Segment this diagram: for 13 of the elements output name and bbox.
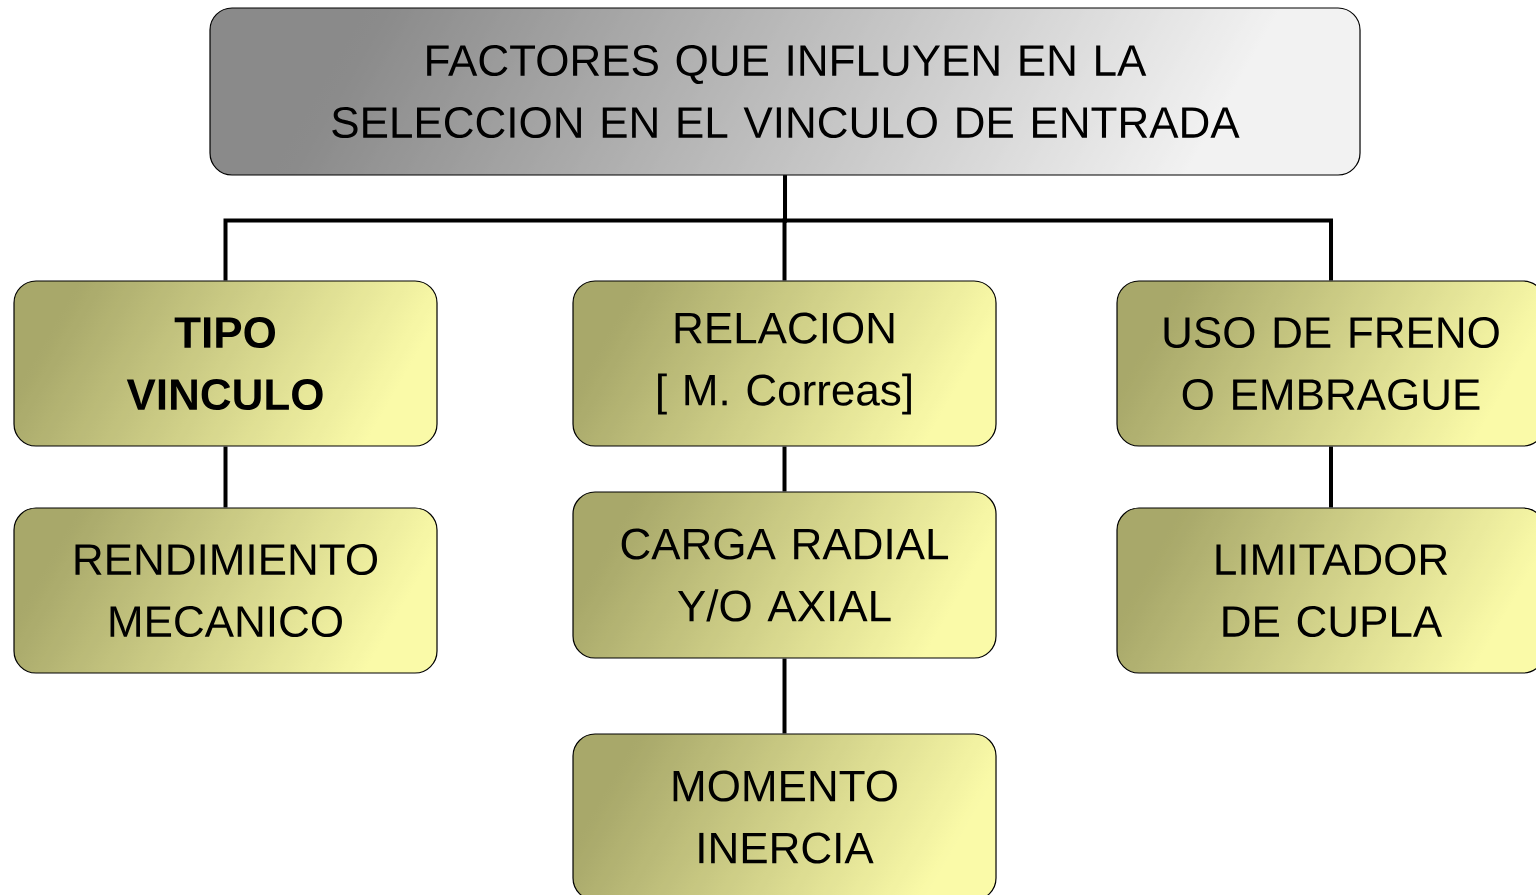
- category-box: CARGA RADIAL Y/O AXIAL: [572, 491, 997, 659]
- title-box: FACTORES QUE INFLUYEN EN LA SELECCION EN EL VINCULO DE ENTRADA: [209, 7, 1361, 176]
- connector-line: [783, 175, 1333, 281]
- connector-line: [782, 658, 787, 734]
- connector-line: [223, 446, 228, 508]
- connector-line: [782, 446, 787, 492]
- category-box: MOMENTO INERCIA: [572, 733, 997, 895]
- category-box: RELACION [ M. Correas]: [572, 280, 997, 447]
- category-box: RENDIMIENTO MECANICO: [13, 507, 438, 674]
- category-box: USO DE FRENO O EMBRAGUE: [1116, 280, 1536, 447]
- category-box: LIMITADOR DE CUPLA: [1116, 507, 1536, 674]
- connector-line: [1329, 446, 1333, 508]
- category-box: TIPO VINCULO: [13, 280, 438, 447]
